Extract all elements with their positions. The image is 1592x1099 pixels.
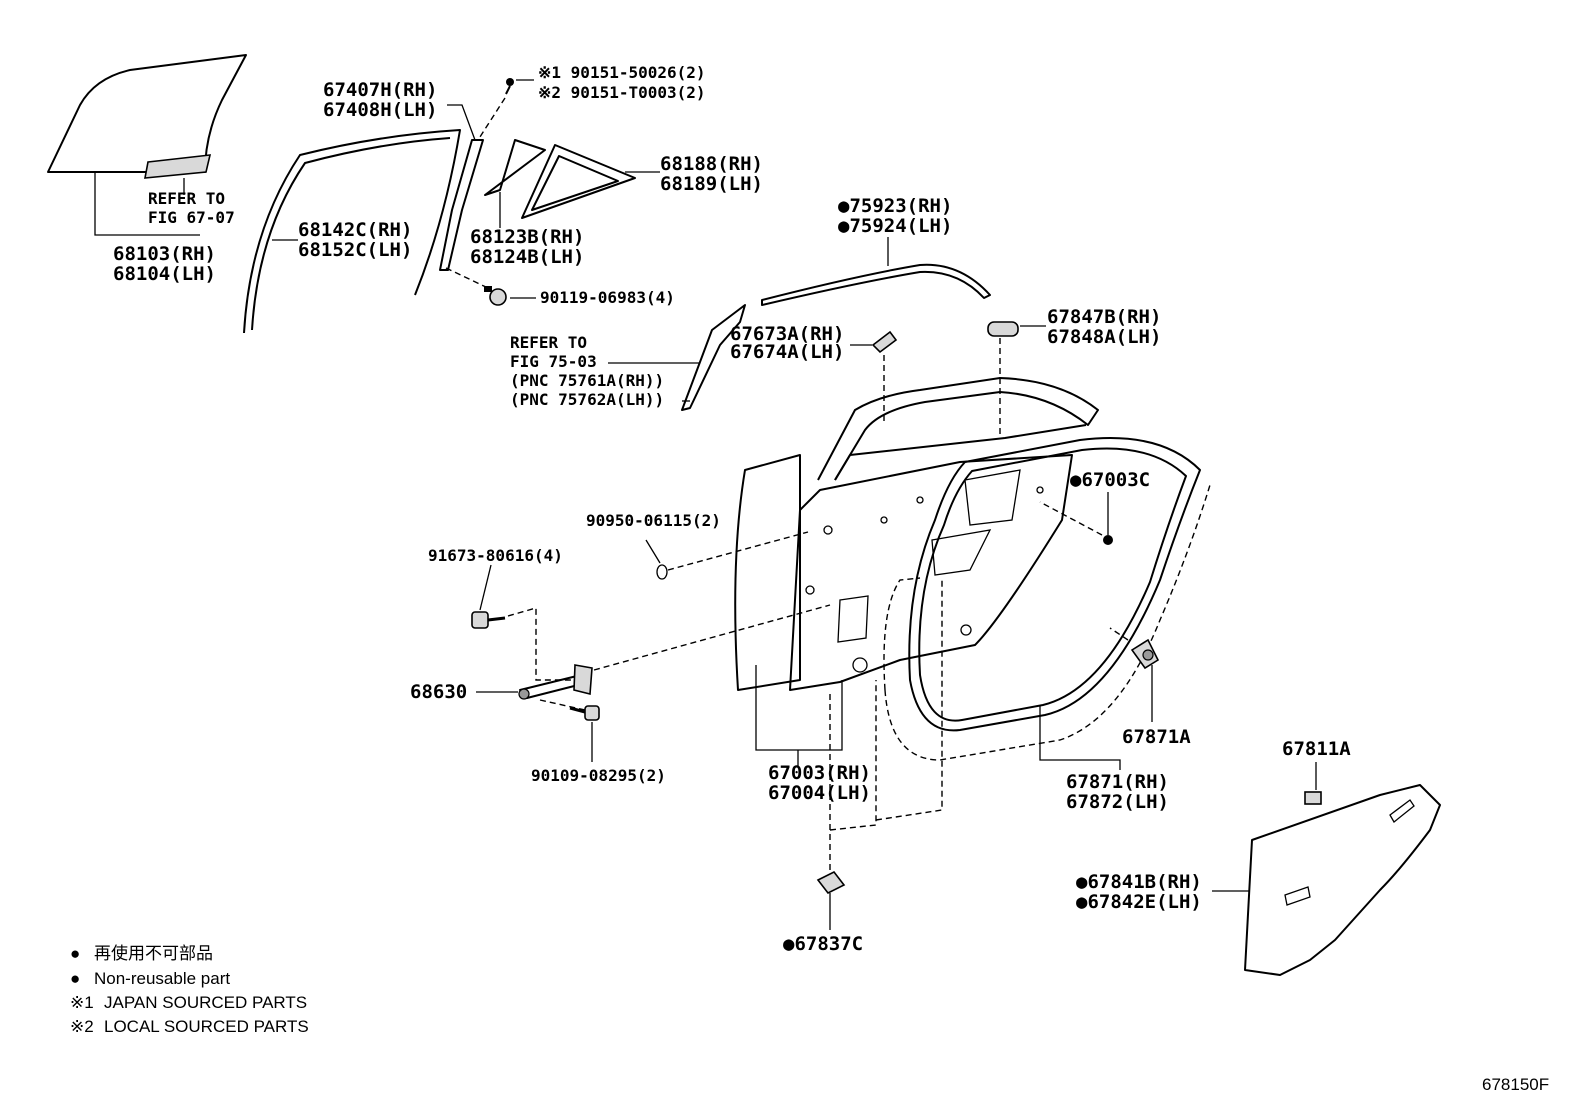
pad-67847b-icon[interactable] (987, 321, 1019, 337)
legend-local-sourced: LOCAL SOURCED PARTS (104, 1017, 309, 1036)
label-67408h: 67408H(LH) (323, 99, 437, 121)
quarter-glass-part[interactable] (484, 139, 546, 196)
door-glass-part[interactable] (47, 54, 247, 179)
leader-67407h (447, 104, 476, 141)
leader-91673 (479, 564, 492, 611)
division-bar-part[interactable] (439, 139, 484, 271)
label-68152c: 68152C(LH) (298, 239, 412, 261)
label-91673: 91673-80616(4) (428, 546, 563, 565)
belt-moulding-part[interactable] (761, 263, 991, 306)
run-channel-part[interactable] (243, 129, 461, 334)
label-75924: ●75924(LH) (838, 215, 952, 237)
label-67673a: 67673A(RH) (730, 323, 844, 345)
quarter-seal-part[interactable] (521, 144, 636, 219)
legend-bullet-en: ● (70, 969, 80, 988)
plug-67837c-icon[interactable] (816, 870, 846, 895)
legend-non-reusable-en: Non-reusable part (94, 969, 230, 988)
label-67003c: ●67003C (1070, 469, 1150, 491)
callout-labels: 68103(RH) 68104(LH) REFER TO FIG 67-07 6… (113, 63, 1351, 955)
label-68189: 68189(LH) (660, 173, 763, 195)
label-67847b: 67847B(RH) (1047, 306, 1161, 328)
label-67837c: ●67837C (783, 933, 863, 955)
label-67871a: 67871A (1122, 726, 1191, 748)
label-90109: 90109-08295(2) (531, 766, 666, 785)
legend-ref2-mark: ※2 (70, 1017, 94, 1036)
label-90151-b: ※2 90151-T0003(2) (538, 83, 706, 102)
dash-90109 (539, 699, 586, 711)
clip-67673a-icon[interactable] (871, 330, 898, 354)
label-67871: 67871(RH) (1066, 771, 1169, 793)
dash-90151 (477, 97, 506, 141)
legend: ● 再使用不可部品 ● Non-reusable part ※1 JAPAN S… (70, 943, 309, 1036)
label-68103: 68103(RH) (113, 243, 216, 265)
label-67848a: 67848A(LH) (1047, 326, 1161, 348)
label-refer-75-03-b: FIG 75-03 (510, 352, 597, 371)
leader-67871 (1039, 705, 1121, 770)
dash-weatherstrip (883, 577, 921, 691)
leader-67003 (755, 665, 843, 751)
label-68188: 68188(RH) (660, 153, 763, 175)
label-refer-75-03-c: (PNC 75761A(RH)) (510, 371, 664, 390)
label-90119: 90119-06983(4) (540, 288, 675, 307)
label-67407h: 67407H(RH) (323, 79, 437, 101)
service-hole-cover-part[interactable] (1244, 784, 1441, 976)
bolt-91673-icon[interactable] (471, 611, 506, 629)
label-67872: 67872(LH) (1066, 791, 1169, 813)
legend-japan-sourced: JAPAN SOURCED PARTS (104, 993, 307, 1012)
label-68104: 68104(LH) (113, 263, 216, 285)
label-75923: ●75923(RH) (838, 195, 952, 217)
pad-67811a-icon[interactable] (1304, 791, 1322, 805)
bolt-90109-icon[interactable] (569, 705, 600, 721)
door-garnish-part[interactable] (681, 304, 746, 411)
screw-90151-icon[interactable] (505, 78, 514, 95)
dash-67003c (1039, 501, 1103, 536)
screw-67003c-icon[interactable] (1103, 535, 1113, 545)
label-68630: 68630 (410, 681, 467, 703)
figure-id: 678150F (1482, 1075, 1549, 1094)
label-68142c: 68142C(RH) (298, 219, 412, 241)
leader-90950 (645, 539, 661, 564)
label-refer-75-03-d: (PNC 75762A(LH)) (510, 390, 664, 409)
label-67811a: 67811A (1282, 738, 1351, 760)
label-67674a: 67674A(LH) (730, 341, 844, 363)
legend-bullet-jp: ● (70, 944, 80, 963)
dash-67871a (1109, 627, 1129, 641)
label-67004: 67004(LH) (768, 782, 871, 804)
dash-68630 (593, 604, 831, 671)
clip-90119-icon[interactable] (484, 286, 507, 306)
dash-90950 (667, 531, 809, 571)
clip-67871a-icon[interactable] (1130, 638, 1160, 670)
legend-ref1-mark: ※1 (70, 993, 94, 1012)
dash-weatherstrip-b (884, 484, 1211, 761)
legend-non-reusable-jp: 再使用不可部品 (94, 943, 213, 963)
label-68123b: 68123B(RH) (470, 226, 584, 248)
dash-67837c-b (829, 680, 877, 831)
label-refer-67-07-b: FIG 67-07 (148, 208, 235, 227)
label-90151-a: ※1 90151-50026(2) (538, 63, 706, 82)
dash-90119 (445, 267, 489, 289)
label-refer-75-03-a: REFER TO (510, 333, 587, 352)
rear-door-panel-part[interactable] (734, 377, 1099, 691)
label-67842e: ●67842E(LH) (1076, 891, 1202, 913)
label-68124b: 68124B(LH) (470, 246, 584, 268)
dash-91673 (507, 607, 575, 681)
label-67841b: ●67841B(RH) (1076, 871, 1202, 893)
plug-90950-icon[interactable] (656, 564, 668, 580)
dash-67837c-c (875, 580, 943, 821)
weatherstrip-part[interactable] (908, 437, 1201, 732)
label-90950: 90950-06115(2) (586, 511, 721, 530)
door-check-part[interactable] (518, 664, 593, 700)
label-refer-67-07-a: REFER TO (148, 189, 225, 208)
leader-68103 (94, 172, 200, 236)
label-67003: 67003(RH) (768, 762, 871, 784)
